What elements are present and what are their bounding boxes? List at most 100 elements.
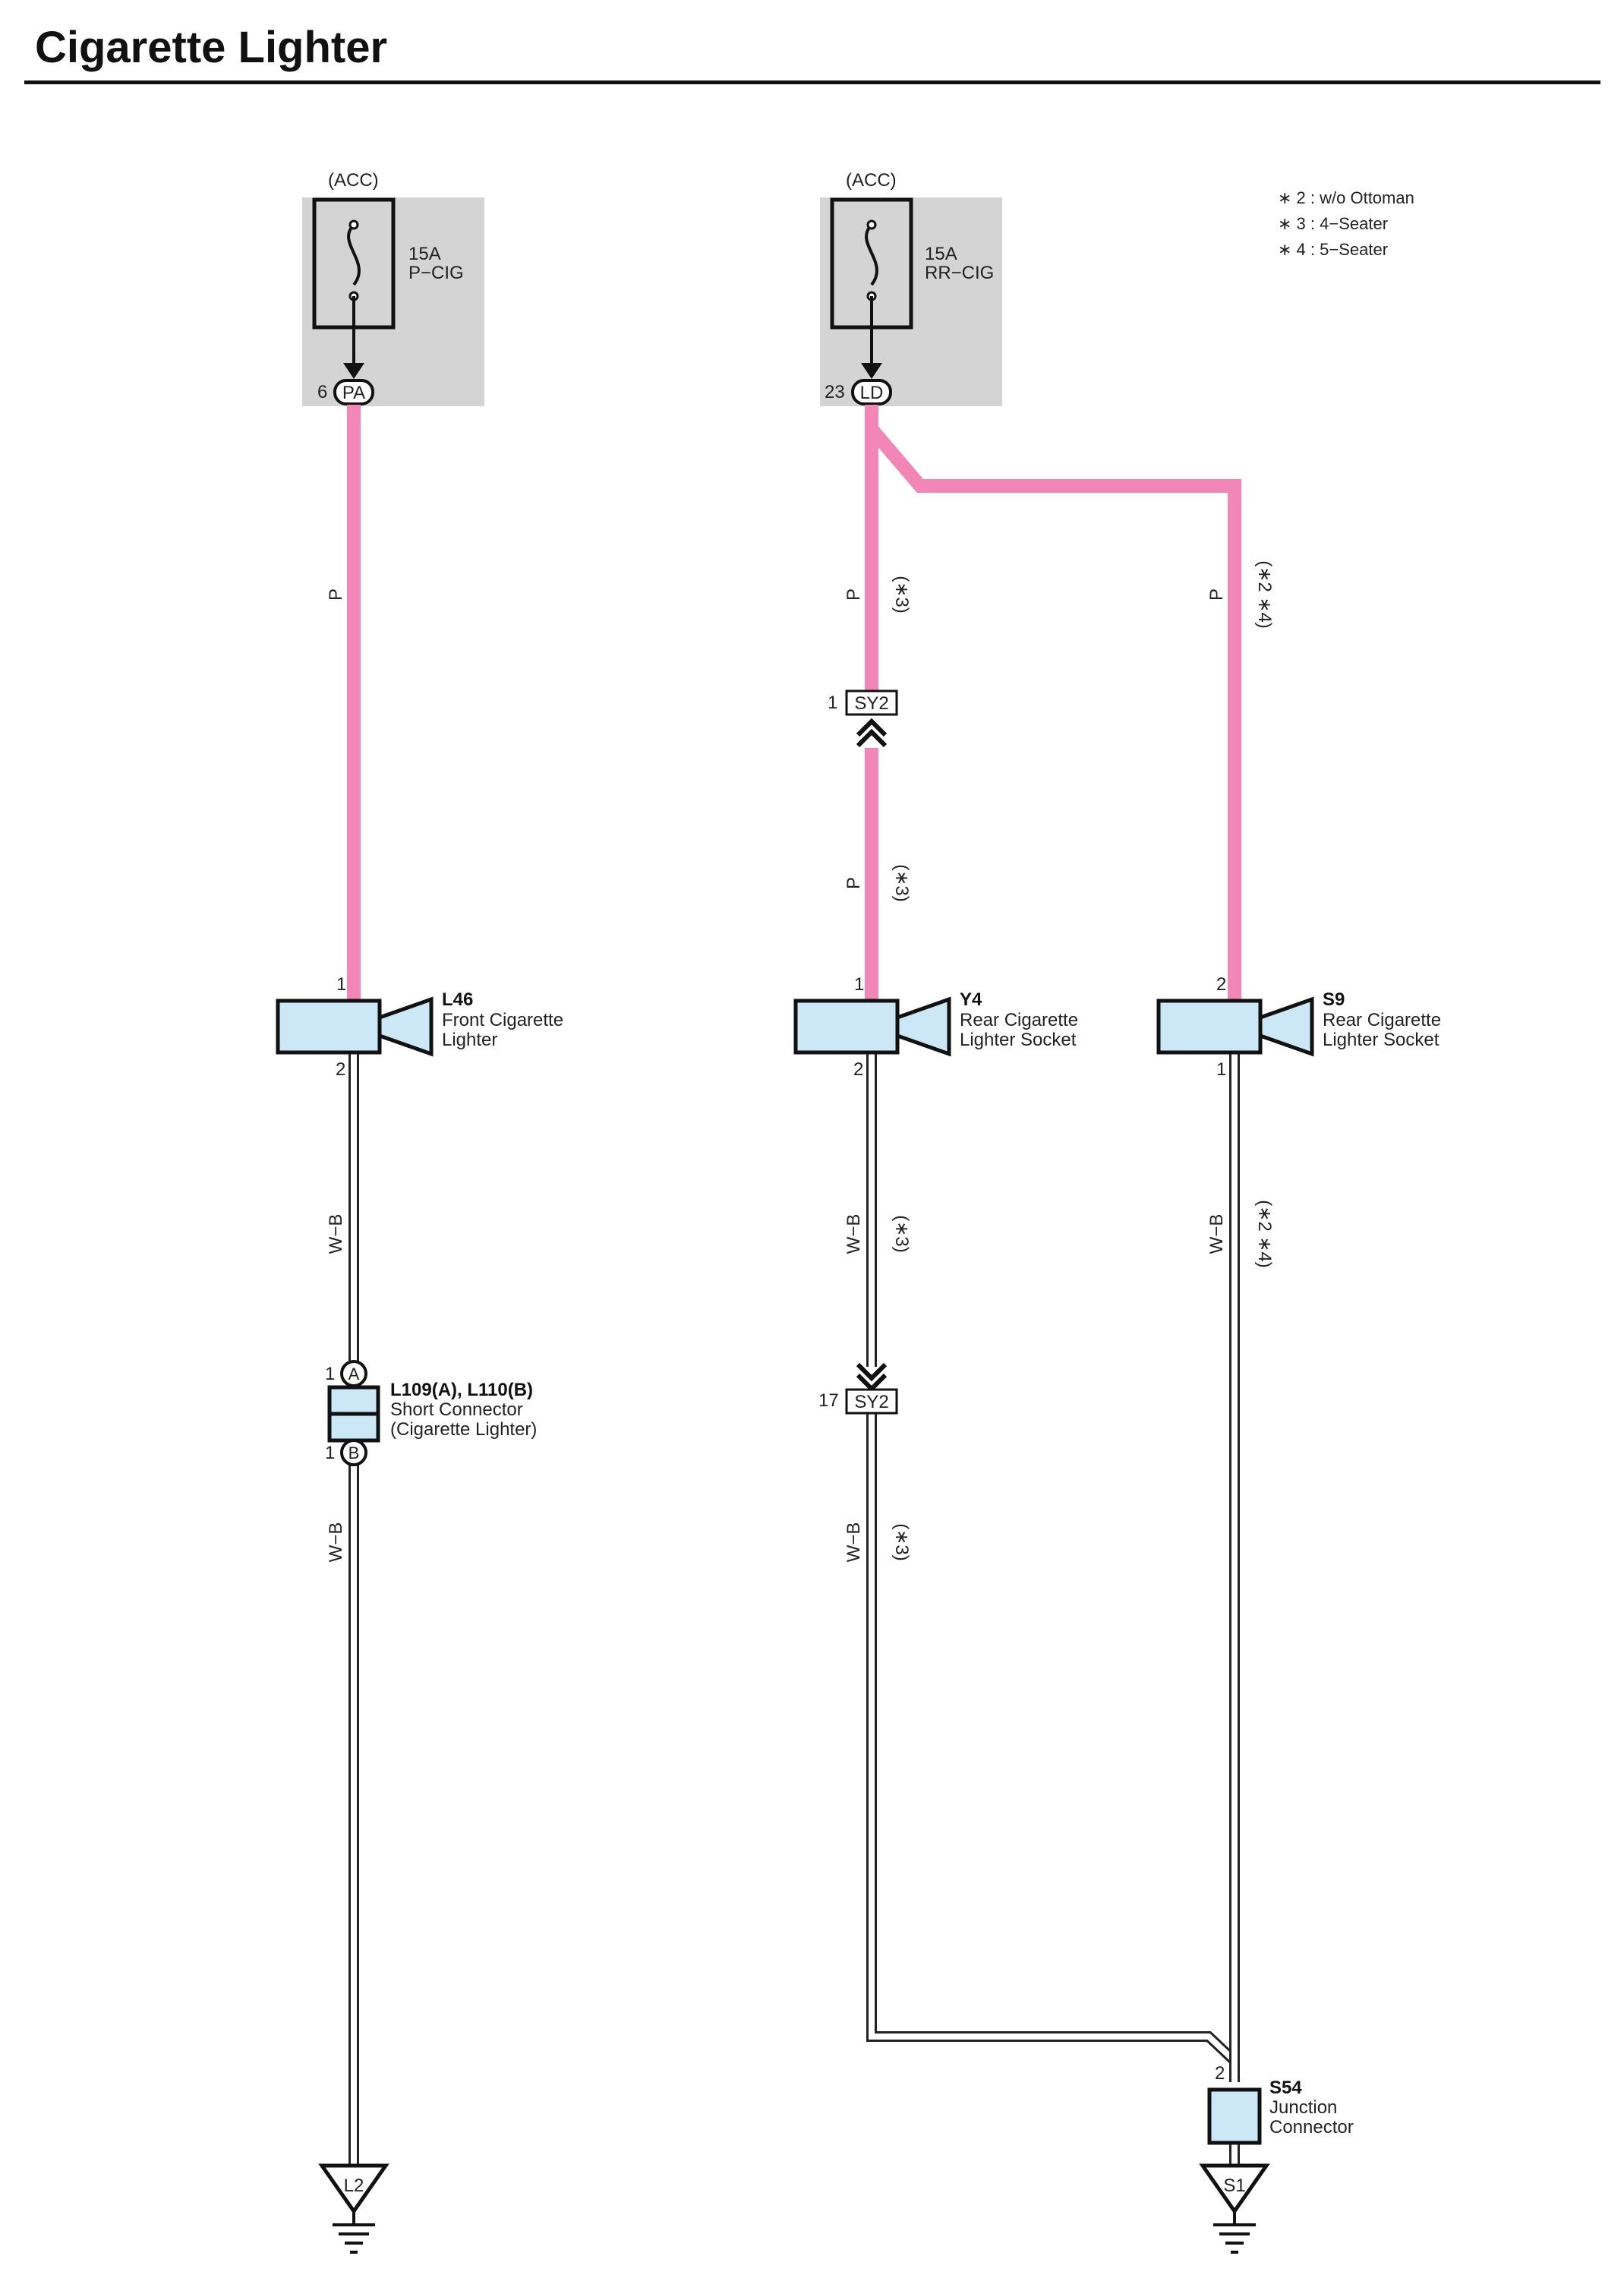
component-name-line2: (Cigarette Lighter) bbox=[390, 1419, 537, 1440]
connector-chevron-icon bbox=[856, 718, 888, 737]
component-name-line1: Rear Cigarette bbox=[960, 1010, 1078, 1030]
junction-pin: 17 bbox=[818, 1390, 839, 1411]
fuse-pin: 23 bbox=[825, 382, 845, 402]
pin-label: 2 bbox=[853, 1059, 863, 1080]
connector-chevron-icon bbox=[856, 1362, 888, 1382]
option-label: (∗3) bbox=[891, 1523, 912, 1560]
ground-triangle-icon bbox=[1199, 2163, 1270, 2215]
wire-p-branch bbox=[866, 424, 1241, 999]
connector-letter: B bbox=[348, 1443, 360, 1462]
fuse-terminal-dot bbox=[348, 219, 359, 230]
fuse-name: RR−CIG bbox=[925, 263, 994, 283]
note-4: ∗ 4 : 5−Seater bbox=[1278, 240, 1388, 259]
component-code: L109(A), L110(B) bbox=[390, 1380, 533, 1400]
fuse-p-cig: (ACC) 15A P−CIG 6 PA bbox=[302, 170, 484, 406]
option-label: (∗3) bbox=[891, 1215, 912, 1252]
component-name-line1: Junction bbox=[1269, 2097, 1337, 2118]
wire-color-label: P bbox=[844, 588, 864, 601]
wire-color-label: P bbox=[844, 877, 864, 889]
wire-wb-sy2-to-s54 bbox=[866, 1412, 1238, 2065]
connector-b-marker bbox=[340, 1439, 367, 1466]
connector-chevron-icon bbox=[856, 728, 888, 748]
note-3: ∗ 3 : 4−Seater bbox=[1278, 214, 1388, 233]
junction-pin: 1 bbox=[828, 693, 837, 713]
junction-box bbox=[845, 689, 898, 716]
option-label: (∗2 ∗4) bbox=[1254, 560, 1275, 629]
ground-code: L2 bbox=[344, 2175, 364, 2196]
terminal-oval bbox=[333, 379, 374, 405]
option-label: (∗3) bbox=[891, 576, 912, 613]
fuse-amps: 15A bbox=[408, 244, 441, 264]
fuse-pin: 6 bbox=[317, 382, 327, 402]
pin-label: 1 bbox=[325, 1364, 335, 1384]
pin-label: 2 bbox=[336, 1059, 345, 1080]
ground-s1: S1 bbox=[1199, 2163, 1270, 2254]
fuse-terminal-dot bbox=[866, 219, 877, 230]
wire-color-label: W−B bbox=[844, 1522, 864, 1563]
title-rule bbox=[24, 80, 1600, 84]
junction-box bbox=[845, 1388, 898, 1415]
wire-color-label: W−B bbox=[844, 1214, 864, 1254]
note-2: ∗ 2 : w/o Ottoman bbox=[1278, 188, 1414, 207]
ground-triangle-icon bbox=[318, 2163, 389, 2215]
pin-label: 1 bbox=[325, 1443, 335, 1463]
fuse-name: P−CIG bbox=[408, 263, 464, 283]
ground-code: S1 bbox=[1223, 2175, 1245, 2196]
p-wires bbox=[347, 405, 1241, 999]
component-name-line2: Lighter Socket bbox=[960, 1030, 1077, 1050]
wire-wb-sy2-to-s54-core bbox=[869, 1412, 1237, 2063]
fuse-power-label: (ACC) bbox=[846, 170, 897, 191]
fuse-power-label: (ACC) bbox=[328, 170, 379, 191]
component-y4: 1 2 Y4 Rear Cigarette Lighter Socket bbox=[793, 974, 1078, 1080]
component-short-connector: 1 A B 1 L109(A), L110(B) Short Connector… bbox=[325, 1360, 537, 1466]
junction-connector-body bbox=[1207, 2087, 1262, 2145]
component-code: S9 bbox=[1323, 989, 1345, 1010]
component-name-line1: Short Connector bbox=[390, 1399, 523, 1420]
component-code: L46 bbox=[442, 989, 473, 1010]
junction-code: SY2 bbox=[854, 1392, 888, 1412]
component-name-line2: Lighter Socket bbox=[1323, 1030, 1440, 1050]
option-label: (∗3) bbox=[891, 864, 912, 901]
wire-color-label: W−B bbox=[326, 1522, 346, 1563]
lighter-icon bbox=[1258, 996, 1314, 1057]
component-name-line1: Rear Cigarette bbox=[1323, 1010, 1441, 1030]
component-s9: 2 1 S9 Rear Cigarette Lighter Socket bbox=[1156, 974, 1441, 1080]
terminal-oval bbox=[851, 379, 892, 405]
socket-body bbox=[276, 999, 382, 1055]
fuse-terminal: PA bbox=[342, 383, 365, 403]
short-connector-half-a bbox=[327, 1385, 380, 1416]
component-s54: 2 S54 Junction Connector bbox=[1207, 2063, 1354, 2145]
component-name-line1: Front Cigarette bbox=[442, 1010, 563, 1030]
component-code: S54 bbox=[1269, 2078, 1302, 2098]
fuse-rr-cig: (ACC) 15A RR−CIG 23 LD bbox=[820, 170, 1002, 406]
wire-color-label: P bbox=[1206, 588, 1227, 601]
pin-label: 1 bbox=[336, 974, 346, 995]
wire-color-label: P bbox=[326, 588, 346, 601]
fuse-terminal: LD bbox=[860, 383, 884, 403]
pin-label: 1 bbox=[1216, 1059, 1226, 1080]
short-connector-half-b bbox=[327, 1412, 380, 1443]
component-name-line2: Lighter bbox=[442, 1030, 497, 1050]
connector-letter: A bbox=[348, 1365, 360, 1384]
socket-body bbox=[793, 999, 900, 1055]
junction-code: SY2 bbox=[854, 693, 888, 714]
arrow-down-icon bbox=[861, 363, 882, 379]
page-title: Cigarette Lighter bbox=[35, 23, 388, 72]
arrow-down-icon bbox=[343, 363, 364, 379]
ground-l2: L2 bbox=[318, 2163, 389, 2254]
junction-sy2-top: 1 SY2 bbox=[828, 689, 898, 748]
fuse-icon bbox=[865, 223, 878, 286]
pin-label: 1 bbox=[854, 974, 864, 995]
junction-sy2-bottom: 17 SY2 bbox=[818, 1362, 898, 1415]
pin-label: 2 bbox=[1215, 2063, 1225, 2084]
option-label: (∗2 ∗4) bbox=[1254, 1200, 1275, 1268]
fuse-amps: 15A bbox=[925, 244, 957, 264]
component-name-line2: Connector bbox=[1269, 2117, 1354, 2138]
pin-label: 2 bbox=[1216, 974, 1226, 995]
wire-color-label: W−B bbox=[1206, 1214, 1227, 1254]
lighter-icon bbox=[377, 996, 434, 1057]
component-code: Y4 bbox=[960, 989, 982, 1010]
wire-color-label: W−B bbox=[326, 1214, 346, 1254]
lighter-icon bbox=[895, 996, 951, 1057]
